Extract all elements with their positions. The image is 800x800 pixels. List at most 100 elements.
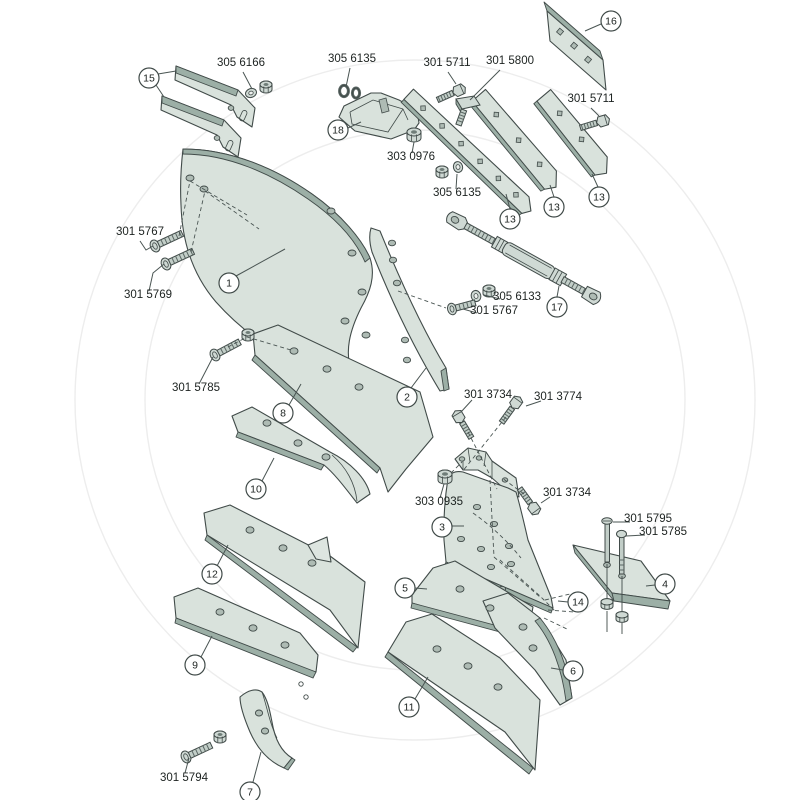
callout-14[interactable]: 14 [557,591,589,613]
callout-number: 4 [662,579,668,591]
callout-number: 1 [226,278,232,290]
callout-15[interactable]: 15 [138,67,177,98]
callout-4[interactable]: 4 [645,573,676,595]
part-number-text[interactable]: 303 0976 [387,151,435,163]
callout-leader-line [288,383,302,406]
callout-circle[interactable] [543,196,565,218]
callout-9[interactable]: 9 [184,635,213,676]
callout-12[interactable]: 12 [201,544,229,585]
part-number-text[interactable]: 301 5767 [116,226,164,238]
callout-10[interactable]: 10 [245,457,275,500]
callout-circle[interactable] [562,660,584,682]
callout-2[interactable]: 2 [396,367,427,408]
part-number-label[interactable]: 301 5795 [613,513,672,525]
label-leader-line [590,107,600,117]
callout-leader-line [591,173,599,188]
callout-leader-line [414,676,429,700]
callout-6[interactable]: 6 [550,660,584,682]
part-number-label[interactable]: 305 6133 [483,291,541,303]
label-leader-line [447,71,457,85]
part-number-label[interactable]: 301 5767 [116,226,164,251]
callout-3[interactable]: 3 [431,516,464,538]
part-number-text[interactable]: 301 5800 [486,55,534,67]
part-11-blade [384,613,541,775]
callout-circle[interactable] [396,386,418,408]
bolt-301-3734-a [451,409,475,440]
callout-number: 6 [570,666,576,678]
callout-circle[interactable] [654,573,676,595]
callout-number: 17 [551,302,563,314]
callout-13[interactable]: 13 [588,173,610,208]
part-9-blade [173,587,319,700]
callout-circle[interactable] [398,696,420,718]
part-number-text[interactable]: 301 5785 [172,382,220,394]
part-number-label[interactable]: 303 0935 [415,483,463,508]
part-number-label[interactable]: 301 5785 [172,356,220,394]
callout-13[interactable]: 13 [499,193,521,230]
callout-leader-line [584,23,602,32]
part-number-text[interactable]: 301 5711 [423,57,470,69]
callout-circle[interactable] [184,654,206,676]
callout-number: 5 [402,583,408,595]
part-number-text[interactable]: 301 5767 [470,305,518,317]
label-leader-line [460,399,473,413]
part-number-label[interactable]: 301 3774 [525,391,583,407]
part-number-text[interactable]: 305 6133 [493,291,541,303]
callout-11[interactable]: 11 [398,676,429,718]
part-number-text[interactable]: 303 0935 [415,496,463,508]
part-number-text[interactable]: 301 3734 [543,487,592,499]
callout-circle[interactable] [272,402,294,424]
part-number-text[interactable]: 301 3734 [464,389,513,401]
callout-number: 3 [439,522,445,534]
callout-16[interactable]: 16 [584,10,622,32]
callout-circle[interactable] [327,119,349,141]
callout-7[interactable]: 7 [239,751,262,800]
part-number-text[interactable]: 305 6135 [328,53,376,65]
part-number-label[interactable]: 301 5711 [567,93,615,117]
callout-circle[interactable] [201,563,223,585]
part-number-text[interactable]: 301 3774 [534,391,583,403]
callout-circle[interactable] [245,478,267,500]
part-number-label[interactable]: 303 0976 [387,141,435,163]
callout-1[interactable]: 1 [218,248,286,294]
part-number-label[interactable]: 301 5794 [160,757,209,784]
part-number-label[interactable]: 301 3734 [540,487,592,504]
part-number-label[interactable]: 301 5785 [625,526,687,538]
callout-circle[interactable] [546,296,568,318]
part-number-text[interactable]: 301 5769 [124,289,172,301]
callout-18[interactable]: 18 [327,119,362,141]
part-number-text[interactable]: 301 5785 [639,526,687,538]
bolt-301-5785-a [209,338,242,362]
callout-circle[interactable] [588,186,610,208]
callout-8[interactable]: 8 [272,383,302,424]
callout-circle[interactable] [394,577,416,599]
part-number-label[interactable]: 305 6135 [328,53,376,88]
part-number-label[interactable]: 305 6166 [217,57,265,90]
nut-305-6166 [259,80,273,94]
callout-circle[interactable] [567,591,589,613]
part-number-text[interactable]: 305 6166 [217,57,265,69]
callout-circle[interactable] [499,208,521,230]
callout-circle[interactable] [431,516,453,538]
part-number-text[interactable]: 305 6135 [433,187,481,199]
callout-circle[interactable] [239,781,261,800]
part-number-label[interactable]: 301 5800 [469,55,534,101]
callout-circle[interactable] [218,272,240,294]
callout-17[interactable]: 17 [546,285,568,318]
part-number-text[interactable]: 301 5711 [567,93,614,105]
callout-number: 8 [280,408,286,420]
part-number-label[interactable]: 301 3734 [460,389,513,413]
washer-305-6166 [245,87,257,99]
callout-circle[interactable] [600,10,622,32]
callout-13[interactable]: 13 [543,184,565,218]
part-number-text[interactable]: 301 5795 [624,513,672,525]
part-number-label[interactable]: 301 5767 [462,305,518,317]
callout-5[interactable]: 5 [394,577,428,599]
part-number-label[interactable]: 301 5769 [124,263,172,301]
callout-leader-line [414,587,428,590]
part-number-label[interactable]: 305 6135 [433,173,481,199]
callout-number: 9 [192,660,198,672]
part-number-text[interactable]: 301 5794 [160,772,209,784]
part-number-label[interactable]: 301 5711 [423,57,471,85]
callout-circle[interactable] [138,67,160,89]
